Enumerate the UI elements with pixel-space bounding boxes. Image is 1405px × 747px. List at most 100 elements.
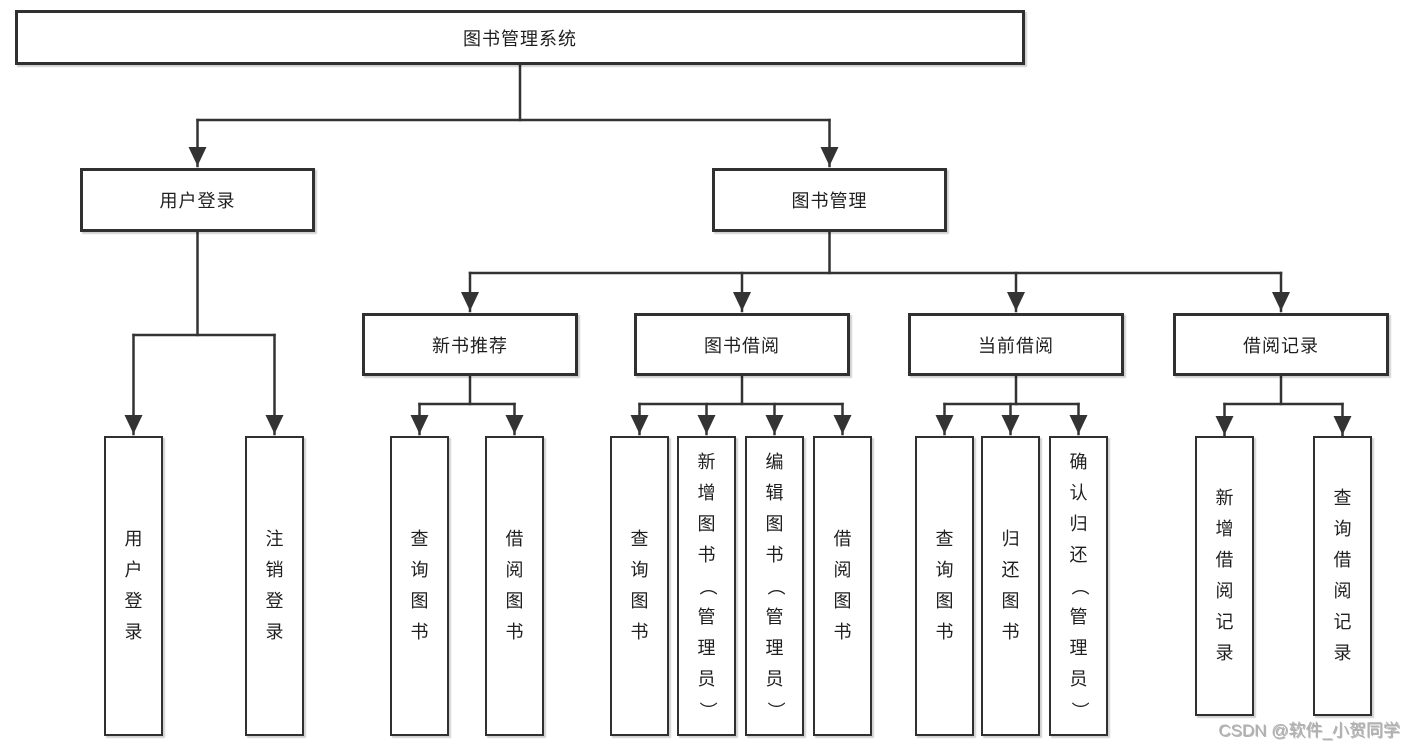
vertical-char: 编 (765, 451, 784, 472)
node-leaf-query-borrow-record-label: 查询借阅记录 (1334, 483, 1352, 669)
node-leaf-borrow-book-2: 借阅图书 (813, 436, 872, 736)
vertical-char: 登 (124, 591, 143, 611)
node-leaf-query-book-1-label: 查询图书 (411, 524, 429, 648)
node-user-login: 用户登录 (80, 168, 315, 232)
vertical-char: 图 (697, 513, 716, 534)
vertical-char: 户 (124, 560, 143, 580)
node-leaf-edit-book-admin: 编辑图书（管理员） (745, 436, 804, 736)
vertical-char: 图 (1001, 591, 1020, 611)
vertical-char: 书 (630, 622, 649, 642)
node-new-book-recommend: 新书推荐 (362, 313, 578, 376)
vertical-char: 归 (1069, 513, 1088, 534)
vertical-char: 书 (833, 622, 852, 642)
vertical-char: 员 (1069, 668, 1088, 689)
vertical-char: 阅 (1333, 581, 1352, 601)
vertical-char: 借 (833, 529, 852, 549)
vertical-char: 归 (1001, 529, 1020, 549)
node-user-login-label: 用户登录 (159, 191, 236, 211)
vertical-char: （ (697, 577, 717, 595)
vertical-char: 书 (765, 544, 784, 565)
vertical-char: 理 (1069, 637, 1088, 658)
vertical-char: ） (697, 701, 717, 719)
vertical-char: 阅 (1215, 581, 1234, 601)
node-leaf-add-borrow-record-label: 新增借阅记录 (1216, 483, 1234, 669)
vertical-char: 询 (410, 560, 429, 580)
node-leaf-user-login-label: 用户登录 (125, 524, 143, 648)
vertical-char: 书 (697, 544, 716, 565)
node-leaf-query-book-2: 查询图书 (610, 436, 669, 736)
vertical-char: 确 (1069, 451, 1088, 472)
vertical-char: 图 (935, 591, 954, 611)
vertical-char: 借 (505, 529, 524, 549)
vertical-char: 书 (935, 622, 954, 642)
vertical-char: 录 (124, 622, 143, 642)
node-book-management-label: 图书管理 (791, 191, 868, 211)
vertical-char: （ (765, 577, 785, 595)
vertical-char: 管 (765, 606, 784, 627)
node-new-book-recommend-label: 新书推荐 (432, 335, 508, 356)
node-leaf-return-book: 归还图书 (981, 436, 1040, 736)
vertical-char: 图 (505, 591, 524, 611)
vertical-char: 图 (410, 591, 429, 611)
vertical-char: 员 (765, 668, 784, 689)
node-leaf-add-book-admin: 新增图书（管理员） (677, 436, 736, 736)
vertical-char: 管 (1069, 606, 1088, 627)
vertical-char: 图 (833, 591, 852, 611)
node-book-management: 图书管理 (712, 168, 947, 232)
node-leaf-logout-label: 注销登录 (266, 524, 284, 648)
vertical-char: 销 (265, 560, 284, 580)
node-book-borrow: 图书借阅 (634, 313, 850, 376)
vertical-char: 查 (630, 529, 649, 549)
vertical-char: 询 (630, 560, 649, 580)
vertical-char: 还 (1001, 560, 1020, 580)
vertical-char: 书 (505, 622, 524, 642)
vertical-char: 注 (265, 529, 284, 549)
node-borrow-record-label: 借阅记录 (1243, 335, 1319, 356)
vertical-char: 查 (410, 529, 429, 549)
vertical-char: 理 (697, 637, 716, 658)
node-leaf-user-login: 用户登录 (104, 436, 163, 736)
vertical-char: ） (1069, 701, 1089, 719)
node-leaf-add-borrow-record: 新增借阅记录 (1195, 436, 1254, 716)
vertical-char: 还 (1069, 544, 1088, 565)
node-borrow-record: 借阅记录 (1173, 313, 1389, 376)
vertical-char: 查 (1333, 488, 1352, 508)
node-book-borrow-label: 图书借阅 (704, 335, 780, 356)
vertical-char: 借 (1333, 550, 1352, 570)
vertical-char: 书 (1001, 622, 1020, 642)
node-leaf-query-book-2-label: 查询图书 (631, 524, 649, 648)
node-leaf-query-borrow-record: 查询借阅记录 (1313, 436, 1372, 716)
node-leaf-return-book-label: 归还图书 (1002, 524, 1020, 648)
node-leaf-borrow-book-1-label: 借阅图书 (506, 524, 524, 648)
node-leaf-borrow-book-2-label: 借阅图书 (834, 524, 852, 648)
csdn-watermark: CSDN @软件_小贺同学 (1218, 721, 1400, 740)
vertical-char: 书 (410, 622, 429, 642)
node-leaf-add-book-admin-label: 新增图书（管理员） (697, 447, 717, 726)
vertical-char: ） (765, 701, 785, 719)
vertical-char: 记 (1333, 612, 1352, 632)
vertical-char: 认 (1069, 482, 1088, 503)
node-leaf-confirm-return-admin-label: 确认归还（管理员） (1069, 447, 1089, 726)
node-leaf-query-book-1: 查询图书 (390, 436, 449, 736)
vertical-char: 管 (697, 606, 716, 627)
vertical-char: 询 (935, 560, 954, 580)
vertical-char: 记 (1215, 612, 1234, 632)
node-root: 图书管理系统 (15, 10, 1025, 65)
node-leaf-query-book-3: 查询图书 (915, 436, 974, 736)
vertical-char: 阅 (505, 560, 524, 580)
vertical-char: 录 (1333, 643, 1352, 663)
node-root-label: 图书管理系统 (463, 28, 577, 49)
vertical-char: 询 (1333, 519, 1352, 539)
vertical-char: 图 (630, 591, 649, 611)
vertical-char: 理 (765, 637, 784, 658)
node-leaf-confirm-return-admin: 确认归还（管理员） (1049, 436, 1108, 736)
node-current-borrow: 当前借阅 (908, 313, 1124, 376)
node-current-borrow-label: 当前借阅 (978, 335, 1054, 356)
vertical-char: 新 (1215, 488, 1234, 508)
vertical-char: 员 (697, 668, 716, 689)
vertical-char: 查 (935, 529, 954, 549)
vertical-char: 阅 (833, 560, 852, 580)
vertical-char: 增 (697, 482, 716, 503)
vertical-char: 录 (1215, 643, 1234, 663)
